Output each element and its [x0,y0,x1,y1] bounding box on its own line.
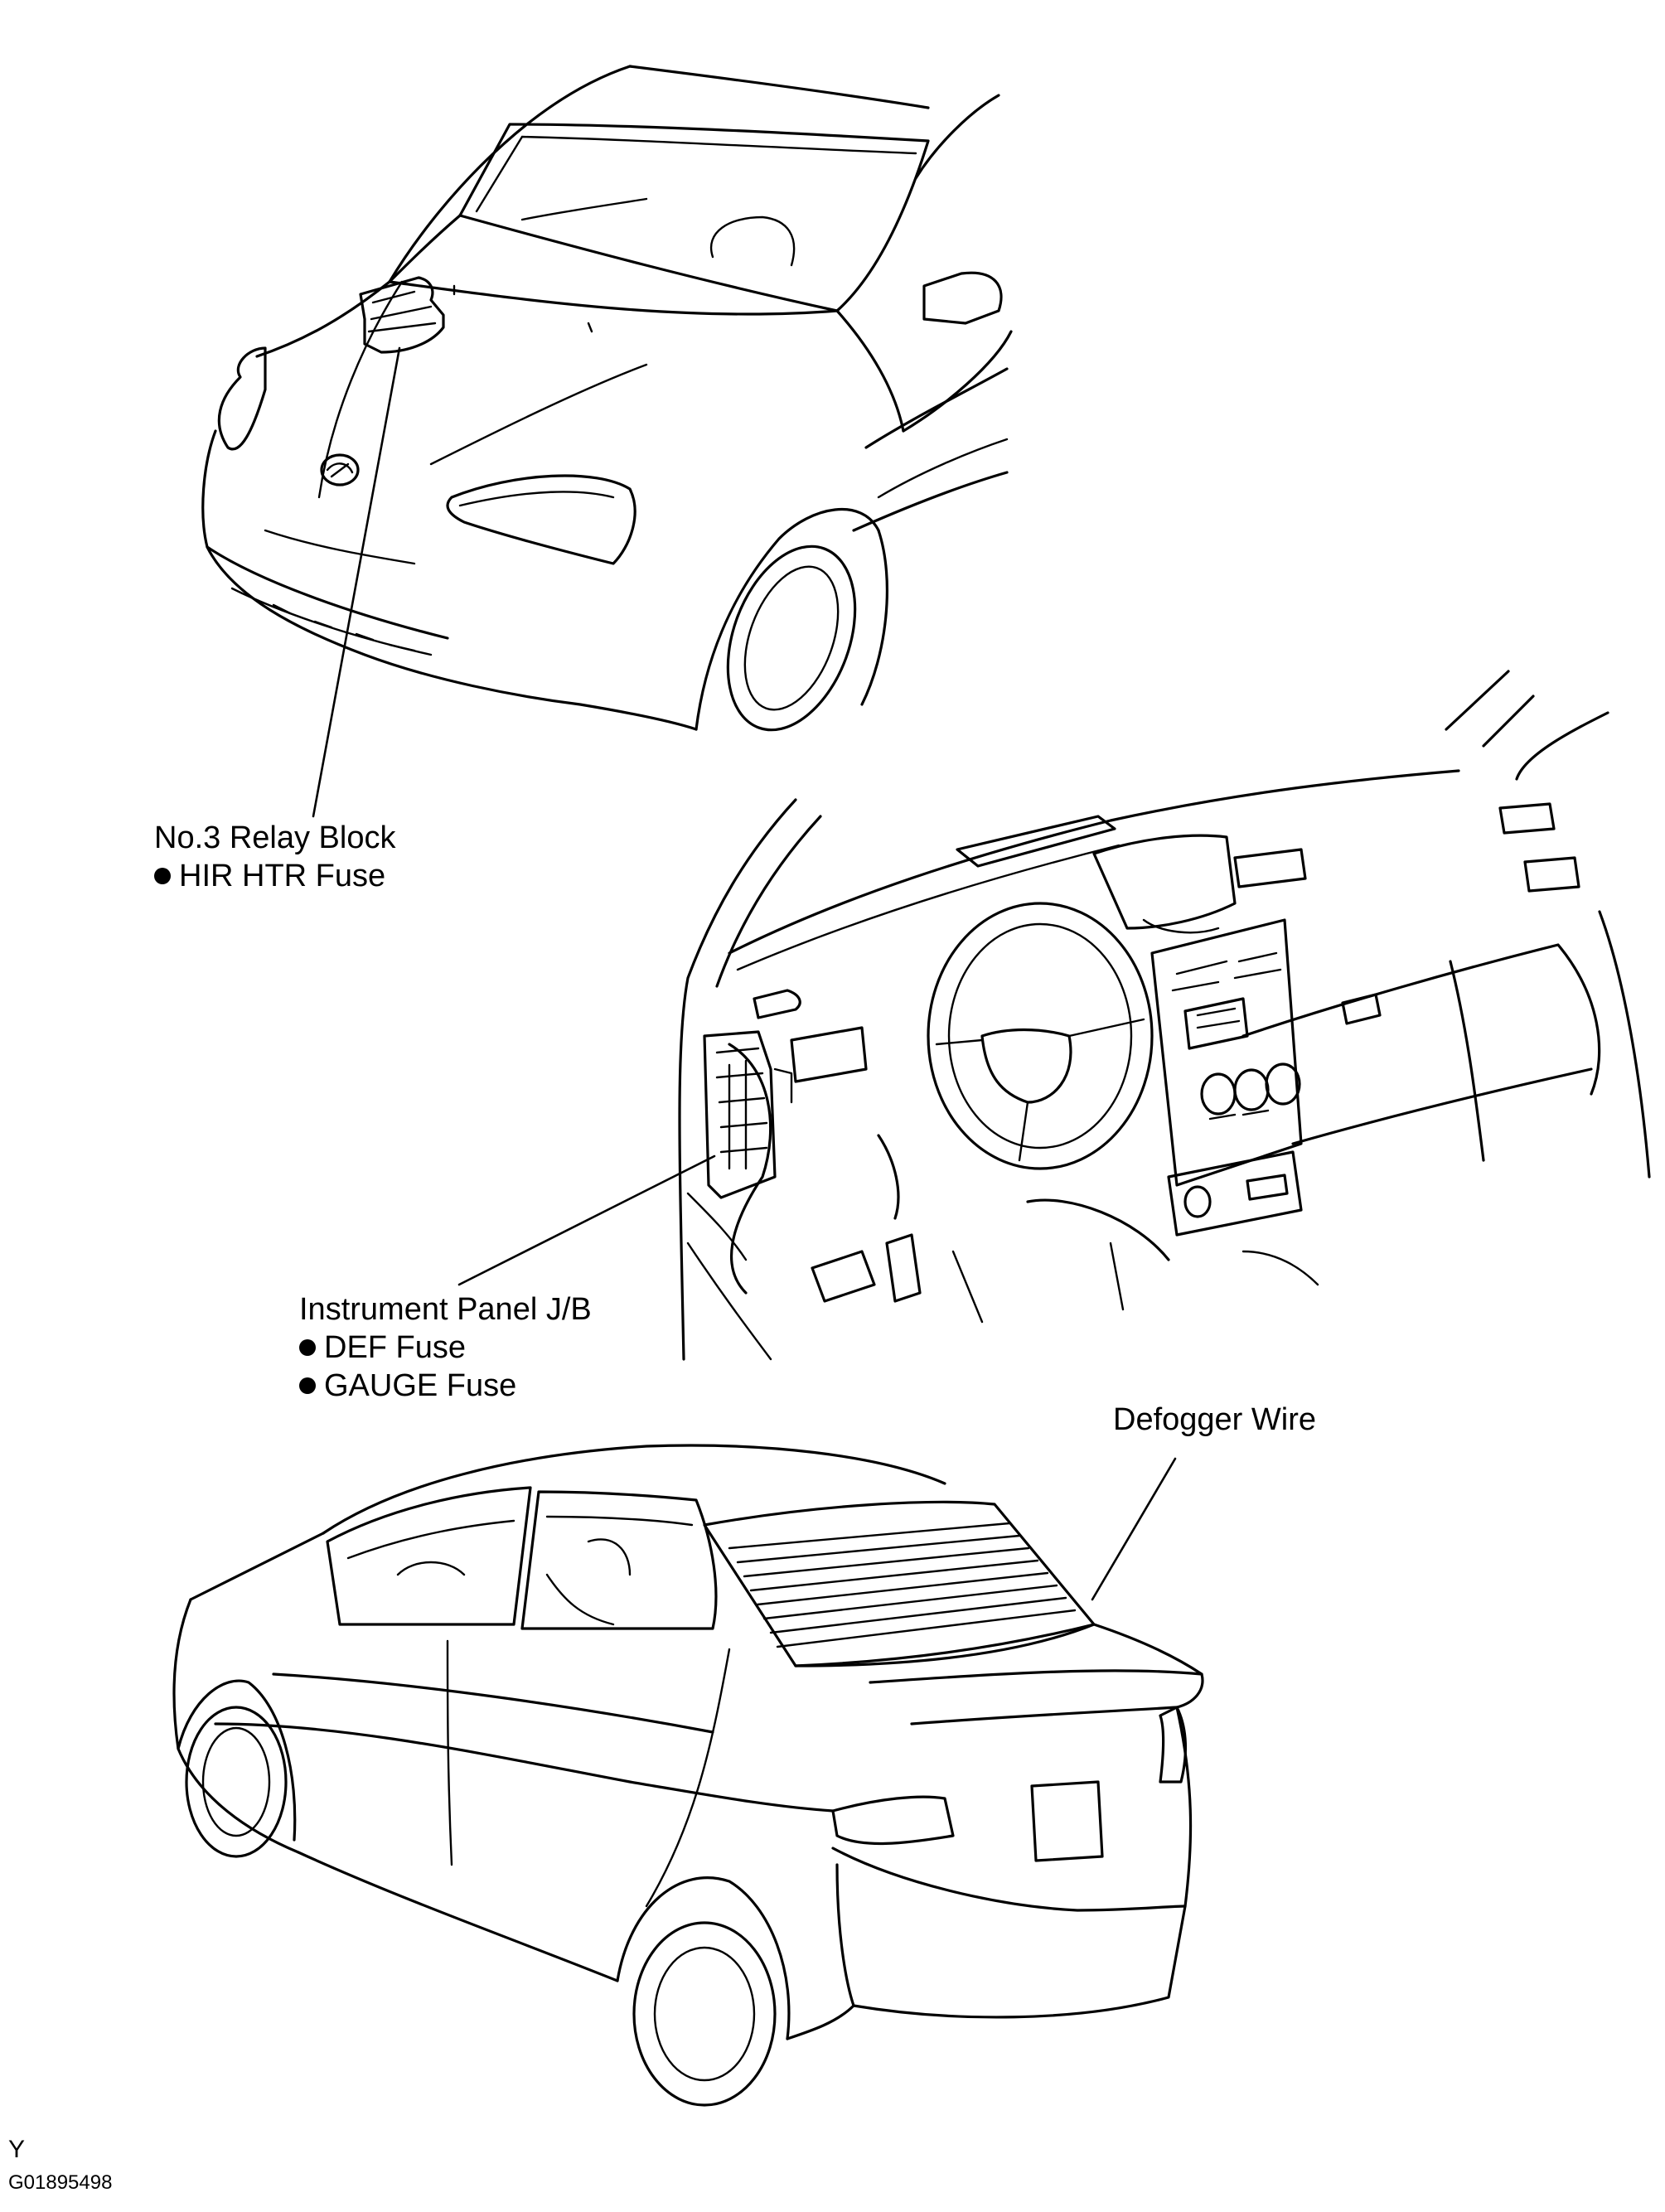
figure-code: G01895498 [8,2171,113,2194]
instrument-panel-title: Instrument Panel J/B [299,1292,592,1327]
instrument-panel-item-label: GAUGE Fuse [324,1368,517,1403]
instrument-panel-item: DEF Fuse [299,1329,592,1367]
relay-block-item: HIR HTR Fuse [154,857,395,895]
dashboard-illustration [678,670,1651,1361]
bullet-icon [154,868,171,884]
bullet-icon [299,1339,316,1356]
bullet-icon [299,1377,316,1394]
instrument-panel-callout: Instrument Panel J/B DEF Fuse GAUGE Fuse [299,1290,592,1405]
defogger-leader-line [1091,1457,1177,1601]
instrument-panel-item: GAUGE Fuse [299,1367,592,1405]
relay-block-title: No.3 Relay Block [154,820,396,855]
relay-block-item-label: HIR HTR Fuse [179,859,386,893]
defogger-title: Defogger Wire [1113,1402,1316,1437]
front-car-illustration [201,65,1013,732]
relay-block-leader-line [312,346,401,818]
figure-letter: Y [8,2136,26,2163]
defogger-callout: Defogger Wire [1113,1401,1316,1439]
instrument-panel-item-label: DEF Fuse [324,1330,467,1365]
relay-block-callout: No.3 Relay Block HIR HTR Fuse [154,819,395,895]
instrument-panel-leader-line [457,1154,716,1286]
rear-car-illustration [172,1444,1204,2107]
